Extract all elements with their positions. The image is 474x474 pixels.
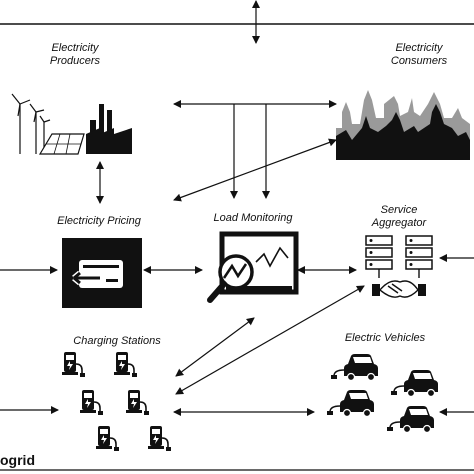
producers-label-line1: Electricity <box>51 42 99 54</box>
payment-card-icon <box>62 238 142 308</box>
charging-label-text: Charging Stations <box>73 335 161 347</box>
vehicles-label-text: Electric Vehicles <box>344 332 426 344</box>
aggregator-label-line2: Aggregator <box>371 217 427 229</box>
monitoring-label-text: Load Monitoring <box>213 212 293 224</box>
aggregator-label-line1: Service <box>380 204 418 216</box>
electric-car-icon <box>326 353 439 434</box>
aggregator-label: Service Aggregator <box>354 204 444 230</box>
charging-label: Charging Stations <box>60 335 174 348</box>
vehicles-label: Electric Vehicles <box>330 332 440 345</box>
pricing-label-text: Electricity Pricing <box>57 215 141 227</box>
monitoring-label: Load Monitoring <box>200 212 306 225</box>
consumers-label-line1: Electricity <box>395 42 443 54</box>
producers-label-line2: Producers <box>49 55 101 67</box>
city-skyline-icon <box>336 90 470 160</box>
charging-station-icon <box>61 351 172 452</box>
connectors <box>0 0 474 416</box>
producers-label: Electricity Producers <box>30 42 120 68</box>
pricing-label: Electricity Pricing <box>44 215 154 228</box>
magnifier-chart-icon <box>207 231 299 303</box>
consumers-label-line2: Consumers <box>390 55 448 67</box>
servers-handshake-icon <box>365 235 433 298</box>
consumers-pricing-arrow <box>173 138 337 202</box>
wind-solar-factory-icon <box>11 93 132 155</box>
frame-title: ogrid <box>0 452 35 468</box>
charging-aggregator-arrow <box>175 285 365 395</box>
consumers-label: Electricity Consumers <box>374 42 464 68</box>
charging-monitoring-arrow <box>175 317 255 377</box>
